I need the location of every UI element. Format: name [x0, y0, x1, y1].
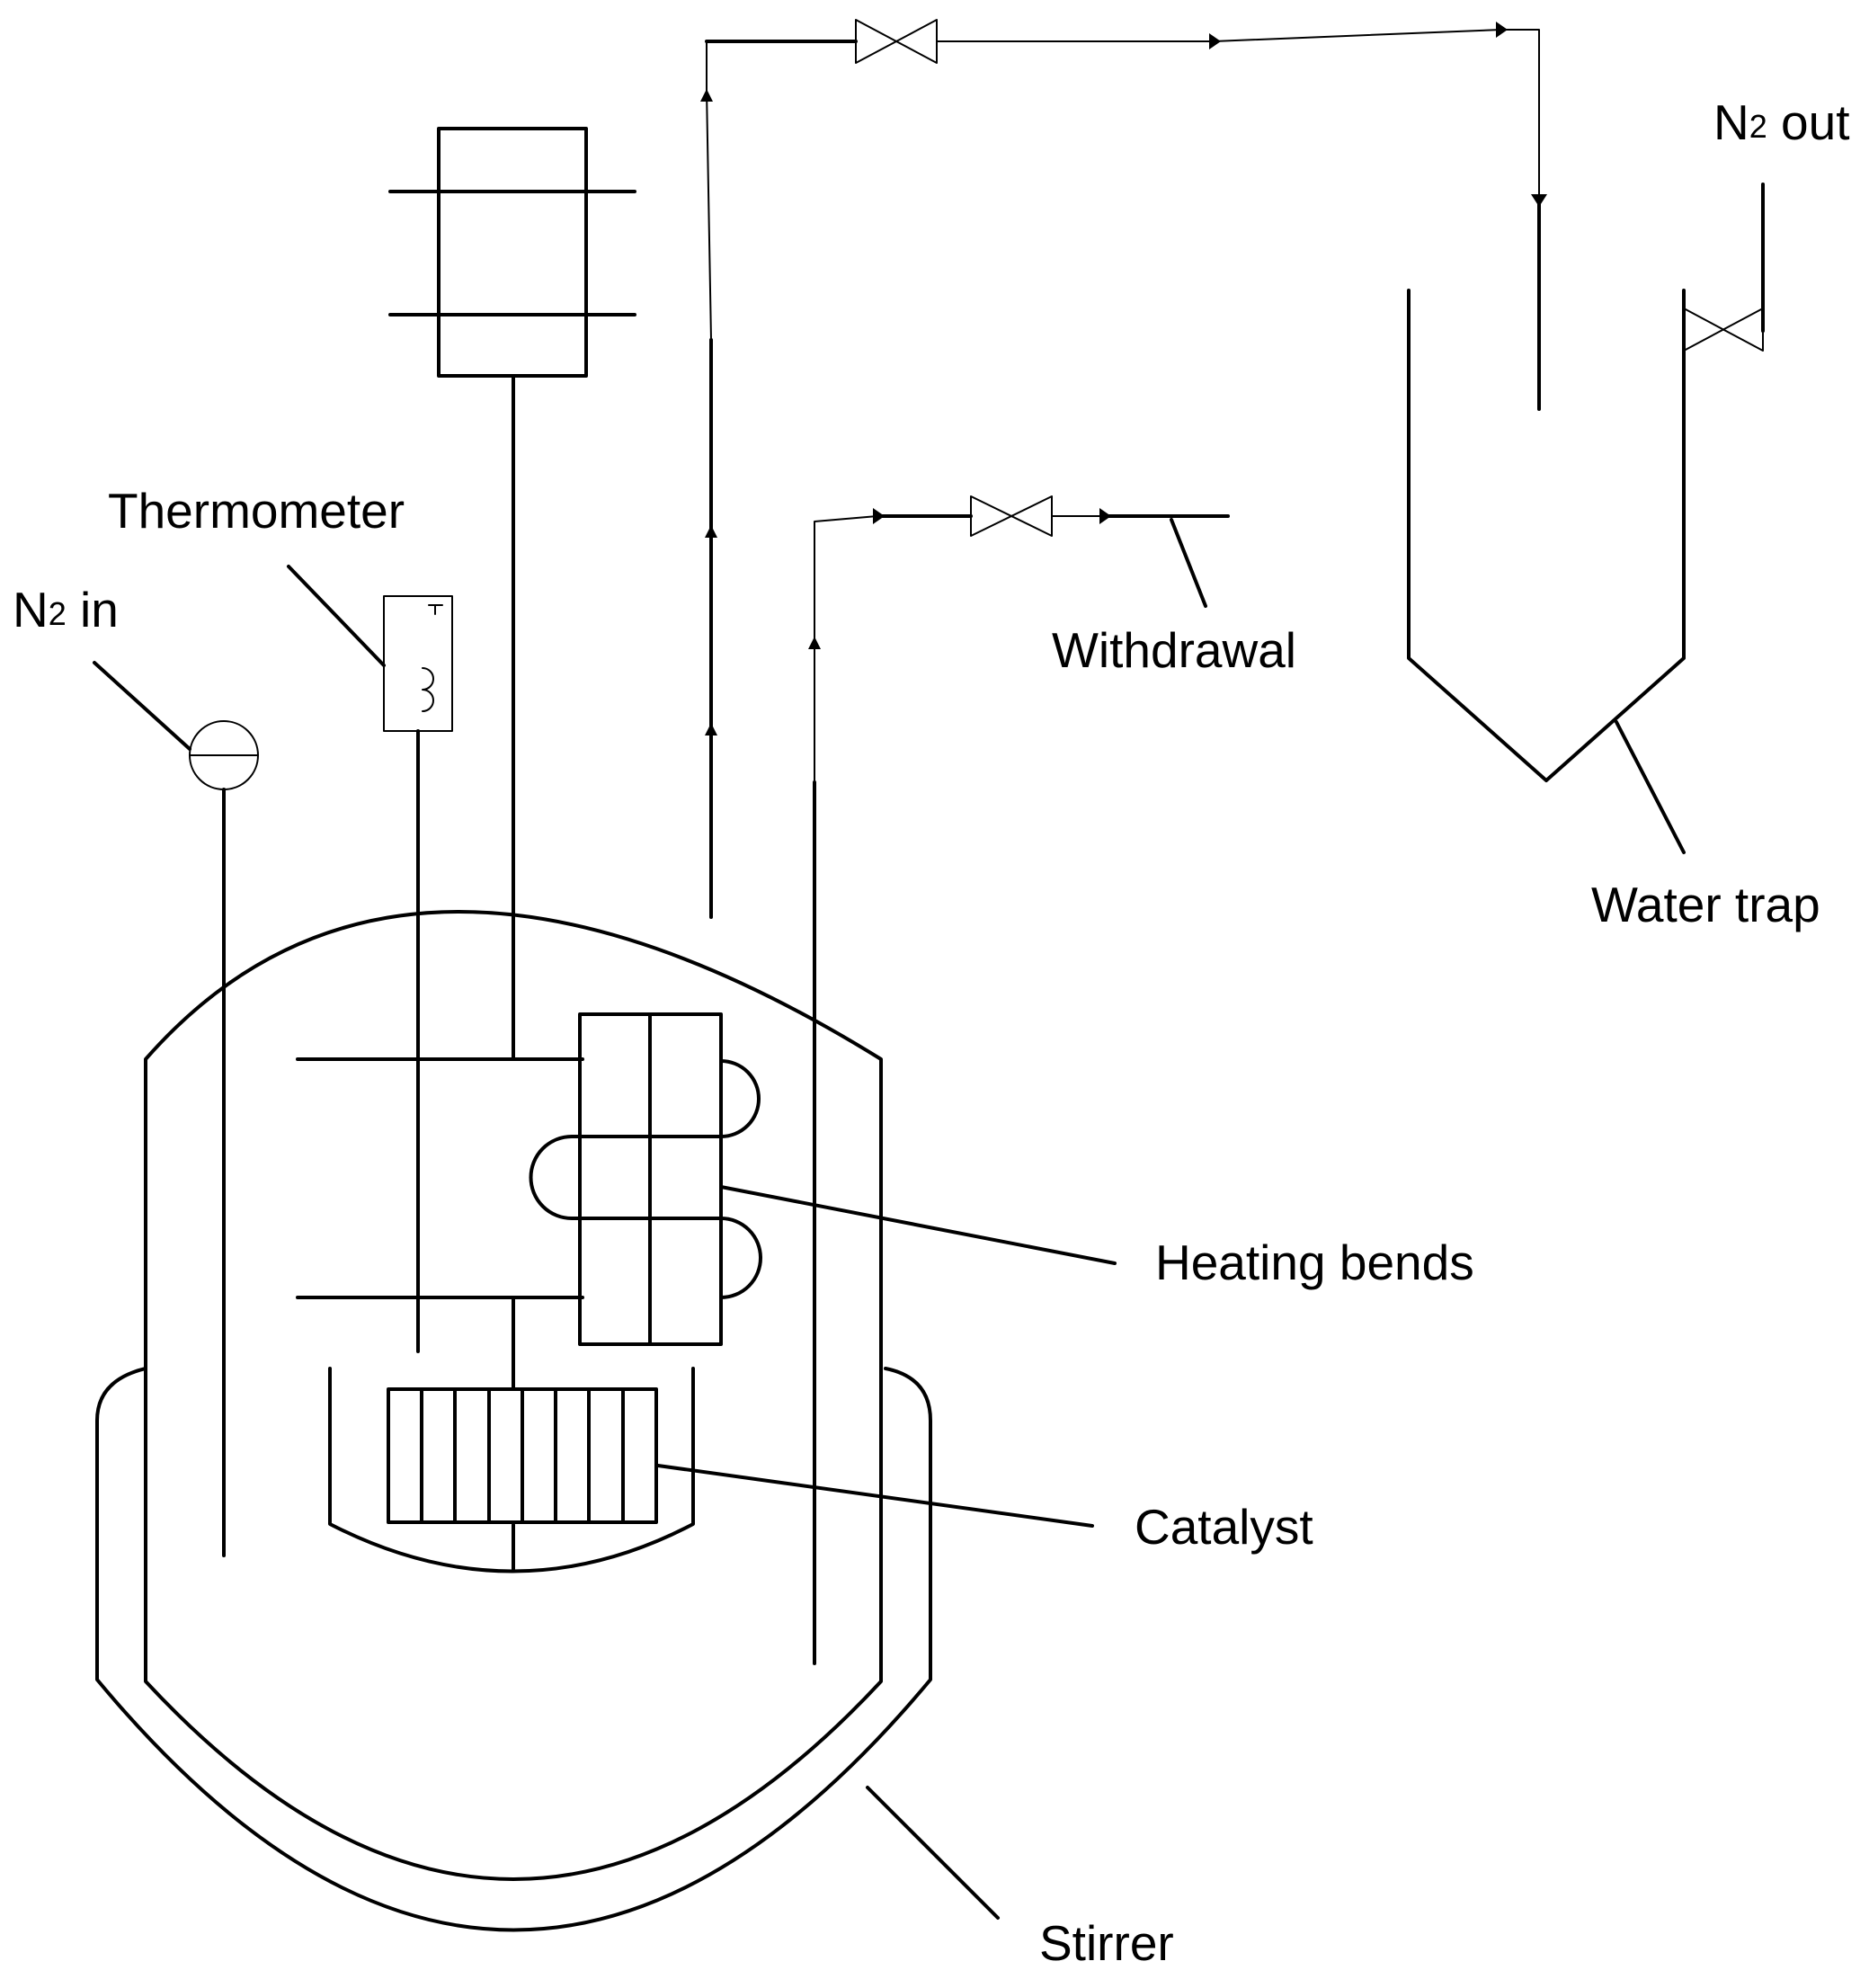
heating-bends-label: Heating bends	[1155, 1235, 1474, 1290]
water-trap-label: Water trap	[1591, 877, 1820, 932]
stirrer-label: Stirrer	[1039, 1915, 1174, 1971]
withdrawal-label: Withdrawal	[1052, 622, 1296, 678]
condenser	[388, 127, 636, 1061]
water-trap	[1407, 183, 1765, 854]
leader-lines	[656, 1185, 1117, 1920]
stirrer-frame	[296, 1057, 584, 1571]
catalyst-basket	[328, 1367, 695, 1573]
n2-inlet	[93, 661, 259, 1557]
n2-out-label: N2 out	[1713, 94, 1850, 150]
withdrawal-line	[808, 495, 1230, 1665]
thermometer	[287, 565, 453, 1353]
reactor-vessel	[144, 910, 883, 1881]
thermometer-label: Thermometer	[108, 483, 405, 539]
stirrer-jacket	[95, 1367, 932, 1932]
catalyst-label: Catalyst	[1135, 1499, 1313, 1555]
n2-in-label: N2 in	[13, 582, 119, 637]
vapor-line	[700, 19, 1547, 919]
heating-bends	[529, 1012, 762, 1346]
